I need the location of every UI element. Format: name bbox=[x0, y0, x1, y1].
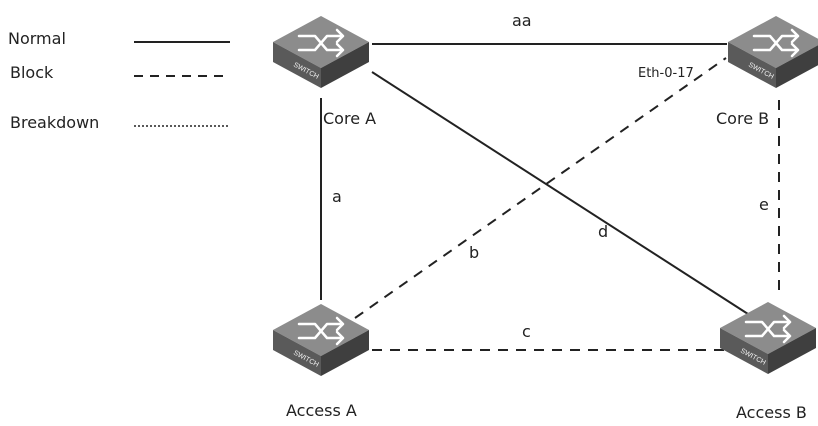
legend-breakdown-label: Breakdown bbox=[10, 113, 100, 132]
core-a-label: Core A bbox=[323, 109, 377, 128]
link-b-label: b bbox=[469, 243, 480, 262]
access-a-label: Access A bbox=[286, 401, 357, 420]
legend-normal-label: Normal bbox=[8, 29, 66, 48]
access-a-switch-icon[interactable]: SWITCH bbox=[271, 300, 371, 380]
access-b-switch-icon[interactable]: SWITCH bbox=[718, 298, 818, 378]
link-d-line bbox=[371, 71, 749, 315]
legend-normal-line bbox=[134, 41, 230, 43]
link-c-label: c bbox=[522, 322, 531, 341]
legend-block-label: Block bbox=[10, 63, 54, 82]
link-a-label: a bbox=[332, 187, 342, 206]
link-aa-label: aa bbox=[512, 11, 532, 30]
core-b-port-label: Eth-0-17 bbox=[638, 66, 694, 81]
core-a-switch-icon[interactable]: SWITCH bbox=[271, 12, 371, 92]
access-b-label: Access B bbox=[736, 403, 807, 422]
core-b-label: Core B bbox=[716, 109, 770, 128]
legend-block-line bbox=[134, 75, 230, 77]
link-d-label: d bbox=[598, 222, 609, 241]
link-e-label: e bbox=[759, 195, 769, 214]
core-b-switch-icon[interactable]: SWITCH bbox=[726, 12, 818, 92]
link-b-line bbox=[354, 57, 727, 319]
legend-breakdown-line bbox=[134, 125, 230, 127]
